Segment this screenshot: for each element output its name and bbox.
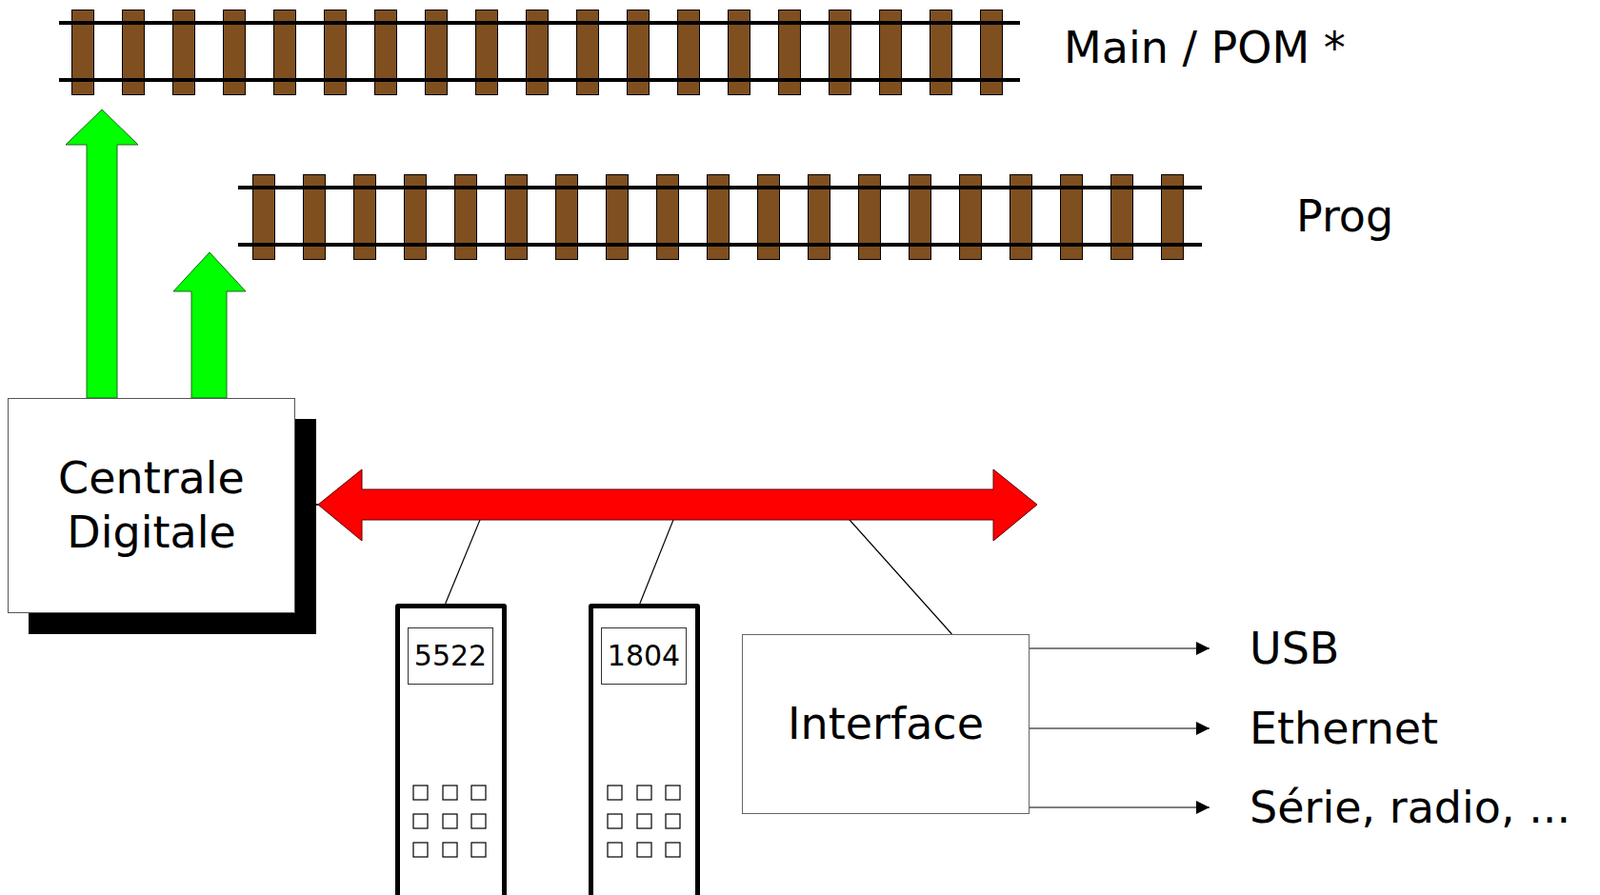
key [471, 842, 486, 858]
key [607, 785, 622, 800]
central-box: Centrale Digitale [7, 398, 296, 614]
handheld-controller: 5522 [395, 603, 507, 895]
key [413, 814, 428, 829]
box-title: Centrale Digitale [23, 451, 280, 561]
bus-connector [295, 504, 480, 604]
key [471, 814, 486, 829]
key [413, 785, 428, 800]
address-display: 5522 [407, 627, 494, 685]
keypad [607, 785, 680, 858]
key [442, 785, 458, 800]
key [607, 814, 622, 829]
key [637, 814, 652, 829]
track-label: Prog [1296, 194, 1394, 239]
key [665, 785, 680, 800]
output-label: Ethernet [1249, 706, 1439, 751]
track-ties [252, 174, 1184, 260]
keypad [413, 785, 486, 858]
box-title: Interface [787, 697, 984, 753]
bus-connector [295, 504, 674, 604]
bus-arrow [318, 469, 1038, 541]
key [413, 842, 428, 858]
handheld-controller: 1804 [588, 603, 700, 895]
output-arrow [1029, 647, 1210, 649]
address-display: 1804 [600, 627, 687, 685]
key [665, 842, 680, 858]
key [665, 814, 680, 829]
key [637, 842, 652, 858]
power-arrow [173, 252, 246, 399]
output-arrow [1029, 727, 1210, 729]
bus-connector [295, 504, 952, 635]
key [442, 814, 458, 829]
rail [238, 242, 1202, 247]
rail [59, 20, 1020, 25]
key [471, 785, 486, 800]
rail [238, 185, 1202, 190]
rail [59, 78, 1020, 82]
key [442, 842, 458, 858]
key [607, 842, 622, 858]
power-arrow [65, 109, 139, 399]
track-ties [71, 9, 1003, 96]
output-label: Série, radio, ... [1249, 785, 1571, 830]
output-arrow [1029, 806, 1210, 808]
interface-box: Interface [741, 634, 1030, 815]
key [637, 785, 652, 800]
output-label: USB [1249, 626, 1340, 671]
track-label: Main / POM * [1063, 25, 1346, 70]
